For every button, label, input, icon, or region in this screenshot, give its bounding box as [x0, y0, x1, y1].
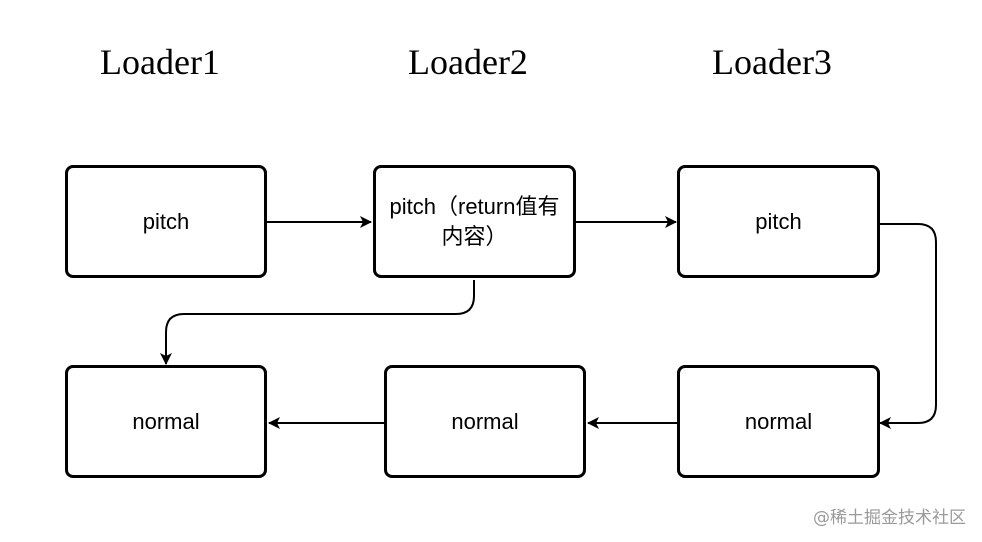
- loader2-normal-node: normal: [384, 365, 586, 478]
- loader2-pitch-label: pitch（return值有内容）: [389, 193, 560, 249]
- edge-loader3-pitch-to-loader3-normal: [879, 223, 937, 429]
- loader3-normal-label: normal: [744, 408, 813, 434]
- loader1-pitch-node: pitch: [65, 165, 267, 278]
- loader3-pitch-node: pitch: [677, 165, 880, 278]
- loader3-normal-node: normal: [677, 365, 880, 478]
- loader3-header: Loader3: [712, 42, 832, 82]
- loader2-header: Loader2: [408, 42, 528, 82]
- loader1-pitch-label: pitch: [142, 208, 190, 234]
- loader1-header: Loader1: [100, 42, 220, 82]
- loader1-normal-label: normal: [132, 408, 200, 434]
- loader3-pitch-label: pitch: [755, 208, 802, 234]
- edge-loader2-pitch-to-loader1-normal: [160, 280, 475, 365]
- loader2-pitch-node: pitch（return值有内容）: [373, 165, 576, 278]
- loader2-normal-label: normal: [451, 408, 519, 434]
- watermark: @稀土掘金技术社区: [813, 508, 966, 528]
- loader1-normal-node: normal: [65, 365, 267, 478]
